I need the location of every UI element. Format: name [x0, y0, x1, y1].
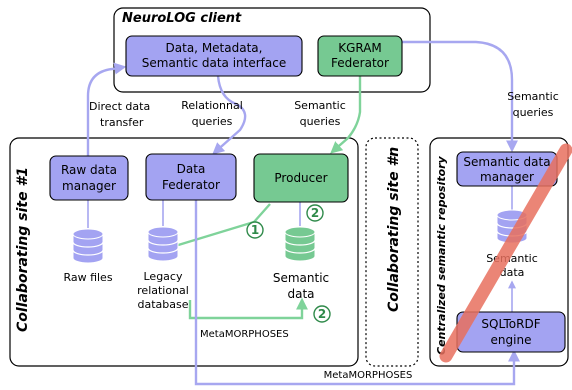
- svg-text:1: 1: [251, 223, 259, 237]
- svg-text:2: 2: [311, 206, 319, 220]
- raw-manager-label-2: manager: [62, 179, 116, 193]
- legacy-label-3: database: [138, 298, 189, 311]
- semantic-data-label-2: data: [287, 287, 314, 301]
- siten-title: Collaborating site #n: [386, 147, 402, 312]
- repository-queries-arrow: [402, 40, 518, 153]
- direct-transfer-label-1: Direct data: [89, 100, 150, 113]
- inner-metamorphoses-arrow: [188, 297, 308, 320]
- legacy-label-1: Legacy: [144, 270, 183, 283]
- semantic-data-label-1: Semantic: [273, 271, 329, 285]
- inner-metamorphoses-label: MetaMORPHOSES: [200, 329, 289, 340]
- direct-transfer-label-2: transfer: [100, 116, 144, 129]
- repository-title: Centralized semantic repository: [435, 155, 448, 355]
- semantic-queries-label-1: Semantic: [294, 99, 346, 112]
- direct-transfer-arrow: [86, 62, 127, 156]
- producer-label: Producer: [274, 171, 327, 185]
- neurolog-client-title: NeuroLOG client: [122, 11, 242, 26]
- semantic-queries-arrow: [330, 76, 362, 154]
- data-federator-label-2: Federator: [162, 178, 220, 192]
- data-interface-label-2: Semantic data interface: [142, 56, 286, 70]
- kgram-federator-box[interactable]: [317, 35, 403, 77]
- data-interface-box[interactable]: [125, 35, 303, 77]
- outer-metamorphoses-arrow: [194, 200, 520, 386]
- producer-box[interactable]: [253, 153, 349, 203]
- step-2-badge-bottom: 2: [313, 305, 331, 323]
- repository-queries-label-2: queries: [513, 106, 554, 119]
- relational-label-1: Relationnal: [181, 99, 243, 112]
- relational-queries-arrow: [212, 75, 247, 155]
- engine-label-1: SQLToRDF: [481, 317, 540, 331]
- raw-data-manager-box[interactable]: [49, 155, 129, 201]
- repo-semantic-label-2: data: [500, 266, 525, 279]
- semantic-data-database-icon: [284, 226, 316, 262]
- raw-files-database-icon: [72, 228, 104, 264]
- legacy-database-icon: [147, 226, 179, 262]
- data-federator-box[interactable]: [145, 153, 237, 201]
- repository-strike-line: [439, 143, 572, 363]
- step-1-badge: 1: [246, 221, 264, 239]
- data-federator-label-1: Data: [177, 162, 206, 176]
- kgram-label-1: KGRAM: [338, 41, 382, 55]
- semantic-queries-label-2: queries: [300, 115, 341, 128]
- engine-label-2: engine: [491, 333, 532, 347]
- kgram-label-2: Federator: [331, 56, 389, 70]
- step-2-badge-top: 2: [306, 204, 324, 222]
- raw-files-label: Raw files: [63, 271, 112, 284]
- repo-manager-label-1: Semantic data: [463, 155, 550, 169]
- outer-metamorphoses-label: MetaMORPHOSES: [324, 370, 413, 381]
- raw-manager-label-1: Raw data: [61, 163, 117, 177]
- repository-queries-label-1: Semantic: [507, 90, 559, 103]
- data-interface-label-1: Data, Metadata,: [166, 41, 263, 55]
- relational-label-2: queries: [192, 115, 233, 128]
- siten-frame: [365, 137, 419, 367]
- repo-manager-label-2: manager: [480, 170, 534, 184]
- svg-text:2: 2: [318, 307, 326, 321]
- legacy-label-2: relational: [137, 284, 189, 297]
- site1-title: Collaborating site #1: [15, 167, 31, 332]
